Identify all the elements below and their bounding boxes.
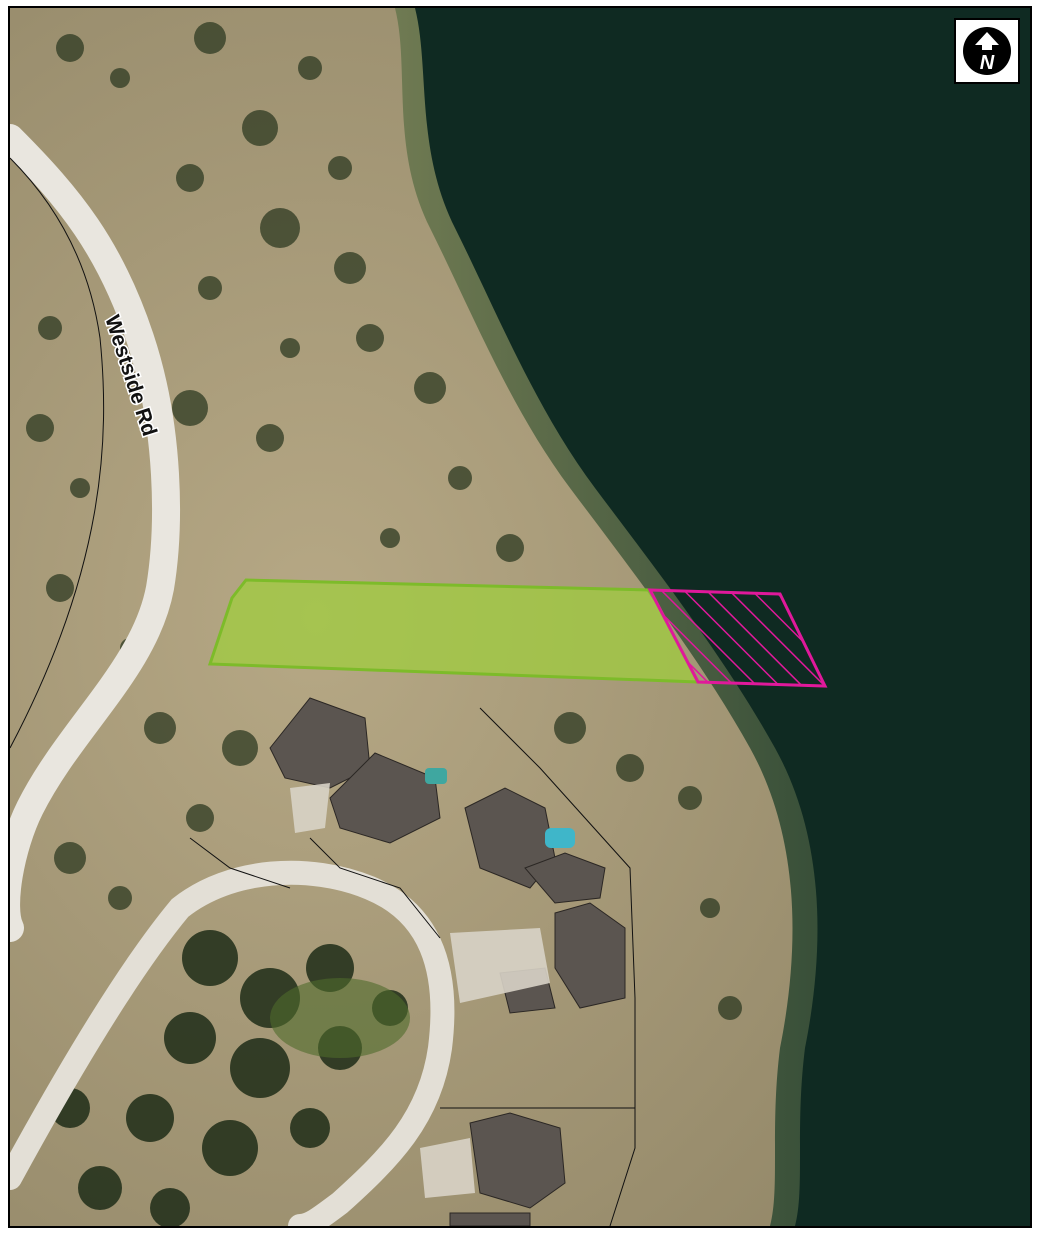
- swimming-pool: [545, 828, 575, 848]
- grass-patch: [270, 978, 410, 1058]
- north-letter: N: [980, 52, 995, 74]
- swimming-pool: [425, 768, 447, 784]
- houses: [269, 697, 626, 1226]
- vegetation: [26, 22, 742, 1020]
- driveways: [290, 783, 550, 1198]
- north-arrow: N: [954, 18, 1020, 84]
- aerial-map: Westside Rd N: [8, 6, 1032, 1228]
- map-canvas: Westside Rd: [10, 8, 1030, 1226]
- forest-area: [50, 930, 408, 1226]
- foreshore-area: [647, 588, 828, 688]
- north-arrow-icon: N: [963, 27, 1011, 75]
- subject-parcel: [207, 578, 701, 684]
- cul-de-sac-road: [10, 860, 455, 1226]
- westside-road: [10, 124, 180, 942]
- parcel-lines: [10, 157, 636, 1226]
